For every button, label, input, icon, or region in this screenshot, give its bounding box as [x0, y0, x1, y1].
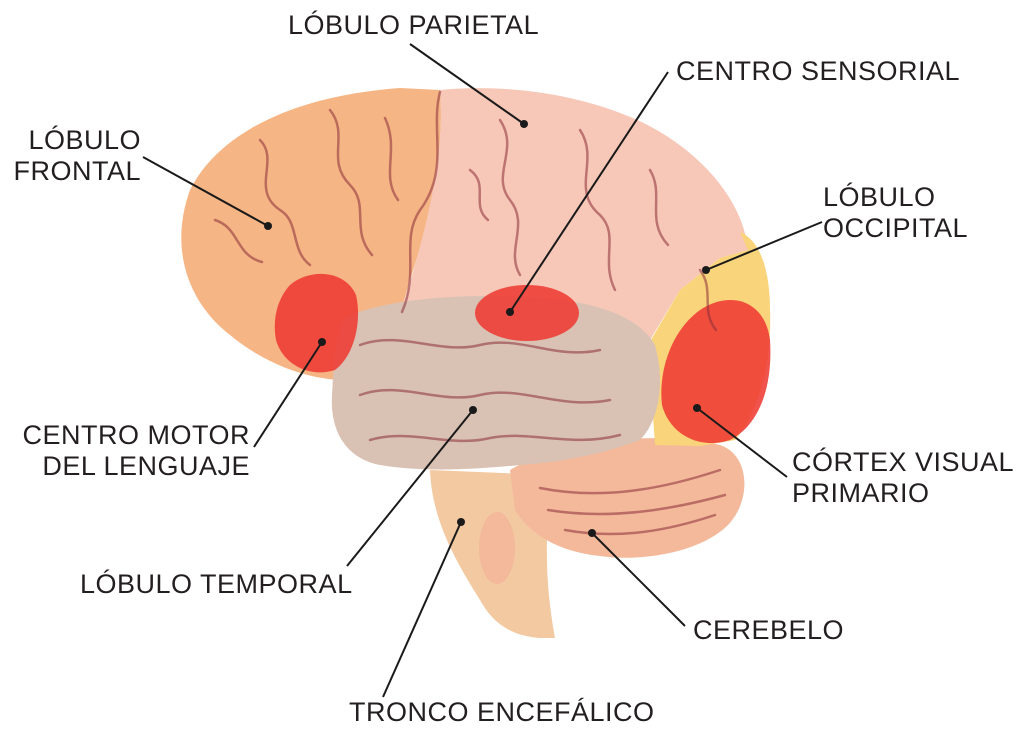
- sensory-center-area: [475, 285, 579, 341]
- dot-frontal: [264, 222, 272, 230]
- fold-parietal-2: [578, 128, 617, 292]
- label-frontal-lobe-line1: LÓBULO: [28, 125, 141, 155]
- fold-occipital-1: [698, 268, 718, 332]
- fold-frontal-1: [258, 138, 312, 267]
- dot-occipital: [702, 266, 710, 274]
- label-frontal-lobe: LÓBULO FRONTAL: [0, 125, 141, 187]
- leader-temporal: [346, 409, 474, 567]
- central-sulcus: [400, 90, 442, 314]
- fold-parietal-4: [468, 168, 490, 222]
- fold-frontal-4: [383, 116, 400, 202]
- leader-visual: [696, 407, 788, 478]
- frontal-lobe-region: [181, 88, 441, 380]
- fold-temporal-1: [358, 338, 602, 354]
- dot-brainstem: [457, 518, 465, 526]
- leader-dots: [264, 120, 710, 537]
- fold-parietal-3: [648, 168, 670, 247]
- label-frontal-lobe-line2: FRONTAL: [13, 156, 141, 186]
- dot-parietal: [520, 120, 528, 128]
- leader-cerebellum: [591, 532, 686, 627]
- label-speech-motor-center: CENTRO MOTOR DEL LENGUAJE: [10, 420, 250, 482]
- leader-sensory: [509, 71, 669, 313]
- leader-parietal: [409, 43, 525, 125]
- label-occipital-lobe-line2: OCCIPITAL: [823, 213, 969, 243]
- label-occipital-lobe: LÓBULO OCCIPITAL: [823, 182, 968, 244]
- label-parietal-lobe-text: LÓBULO PARIETAL: [288, 10, 540, 40]
- label-temporal-lobe-text: LÓBULO TEMPORAL: [80, 569, 353, 599]
- label-primary-visual-cortex-line2: PRIMARIO: [792, 478, 930, 508]
- primary-visual-cortex-area: [661, 300, 771, 444]
- fold-cerebellum-2: [546, 493, 727, 516]
- fold-frontal-2: [328, 108, 374, 257]
- label-cerebellum: CEREBELO: [693, 615, 844, 646]
- leader-lines: [142, 43, 823, 698]
- dot-visual: [693, 404, 701, 412]
- label-brainstem-text: TRONCO ENCEFÁLICO: [349, 697, 655, 727]
- label-brainstem: TRONCO ENCEFÁLICO: [349, 697, 655, 728]
- fold-frontal-3: [213, 218, 264, 264]
- dot-speech: [318, 338, 326, 346]
- label-cerebellum-text: CEREBELO: [693, 615, 845, 645]
- fold-cerebellum-3: [563, 513, 717, 536]
- label-primary-visual-cortex-line1: CÓRTEX VISUAL: [792, 447, 1015, 477]
- dot-temporal: [469, 406, 477, 414]
- fold-cerebellum-1: [538, 468, 722, 495]
- label-parietal-lobe: LÓBULO PARIETAL: [288, 10, 539, 41]
- fold-parietal-1: [498, 118, 522, 277]
- leader-brainstem: [382, 521, 462, 698]
- cerebellum-region: [510, 438, 745, 558]
- label-occipital-lobe-line1: LÓBULO: [823, 182, 936, 212]
- brainstem-pons: [479, 512, 515, 584]
- temporal-lobe-region: [331, 296, 660, 470]
- label-primary-visual-cortex: CÓRTEX VISUAL PRIMARIO: [792, 447, 1014, 509]
- label-sensory-center-text: CENTRO SENSORIAL: [676, 56, 961, 86]
- label-speech-motor-center-line2: DEL LENGUAJE: [42, 451, 250, 481]
- fold-temporal-3: [368, 433, 622, 443]
- dot-cerebellum: [588, 529, 596, 537]
- label-temporal-lobe: LÓBULO TEMPORAL: [80, 569, 353, 600]
- dot-sensory: [506, 308, 514, 316]
- fold-temporal-2: [358, 388, 612, 404]
- leader-occipital: [705, 221, 823, 271]
- label-sensory-center: CENTRO SENSORIAL: [676, 56, 960, 87]
- leader-speech: [253, 341, 323, 448]
- label-speech-motor-center-line1: CENTRO MOTOR: [22, 420, 250, 450]
- leader-frontal: [142, 156, 269, 227]
- speech-motor-center-area: [274, 273, 359, 373]
- brain-folds: [213, 90, 727, 536]
